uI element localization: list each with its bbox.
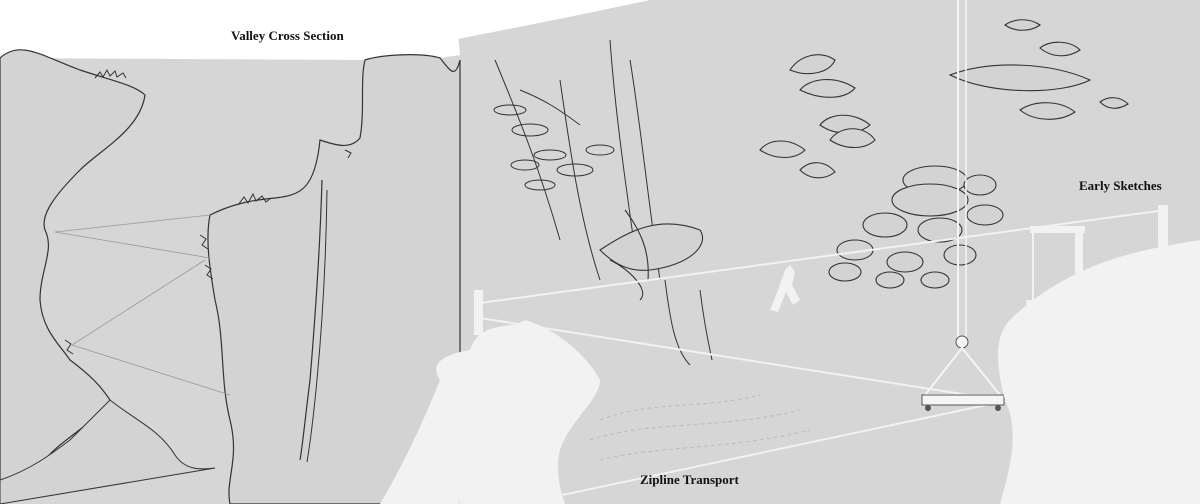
zipline-cables	[479, 209, 1166, 504]
zipline-post-left	[474, 290, 483, 335]
zipline-gondola	[921, 346, 1005, 411]
caption-early-sketches: Early Sketches	[1079, 178, 1162, 193]
left-cliff	[0, 49, 146, 504]
caption-valley-cross-section: Valley Cross Section	[231, 28, 344, 43]
waterfall-line	[299, 179, 323, 461]
rock-mass-right	[998, 240, 1200, 504]
flower-sketch	[599, 209, 704, 301]
valley-floor	[0, 399, 216, 504]
guide-lines	[54, 214, 231, 396]
pad-structures-sketch	[828, 165, 1004, 289]
water-sketch	[589, 394, 811, 461]
valley-cross-section	[0, 49, 461, 504]
mushroom-village-sketch	[759, 19, 1129, 179]
hanging-plants-sketch	[493, 39, 713, 366]
caption-zipline-transport: Zipline Transport	[640, 472, 739, 487]
rock-mass-left-base	[380, 380, 460, 504]
rock-mass-left	[436, 320, 600, 504]
zipline-rider	[770, 265, 800, 312]
cliff-vegetation	[64, 68, 352, 355]
right-cliff	[207, 54, 461, 504]
sky-region	[0, 0, 460, 60]
vertical-cable	[955, 0, 969, 349]
waterfall-line-2	[306, 189, 328, 463]
